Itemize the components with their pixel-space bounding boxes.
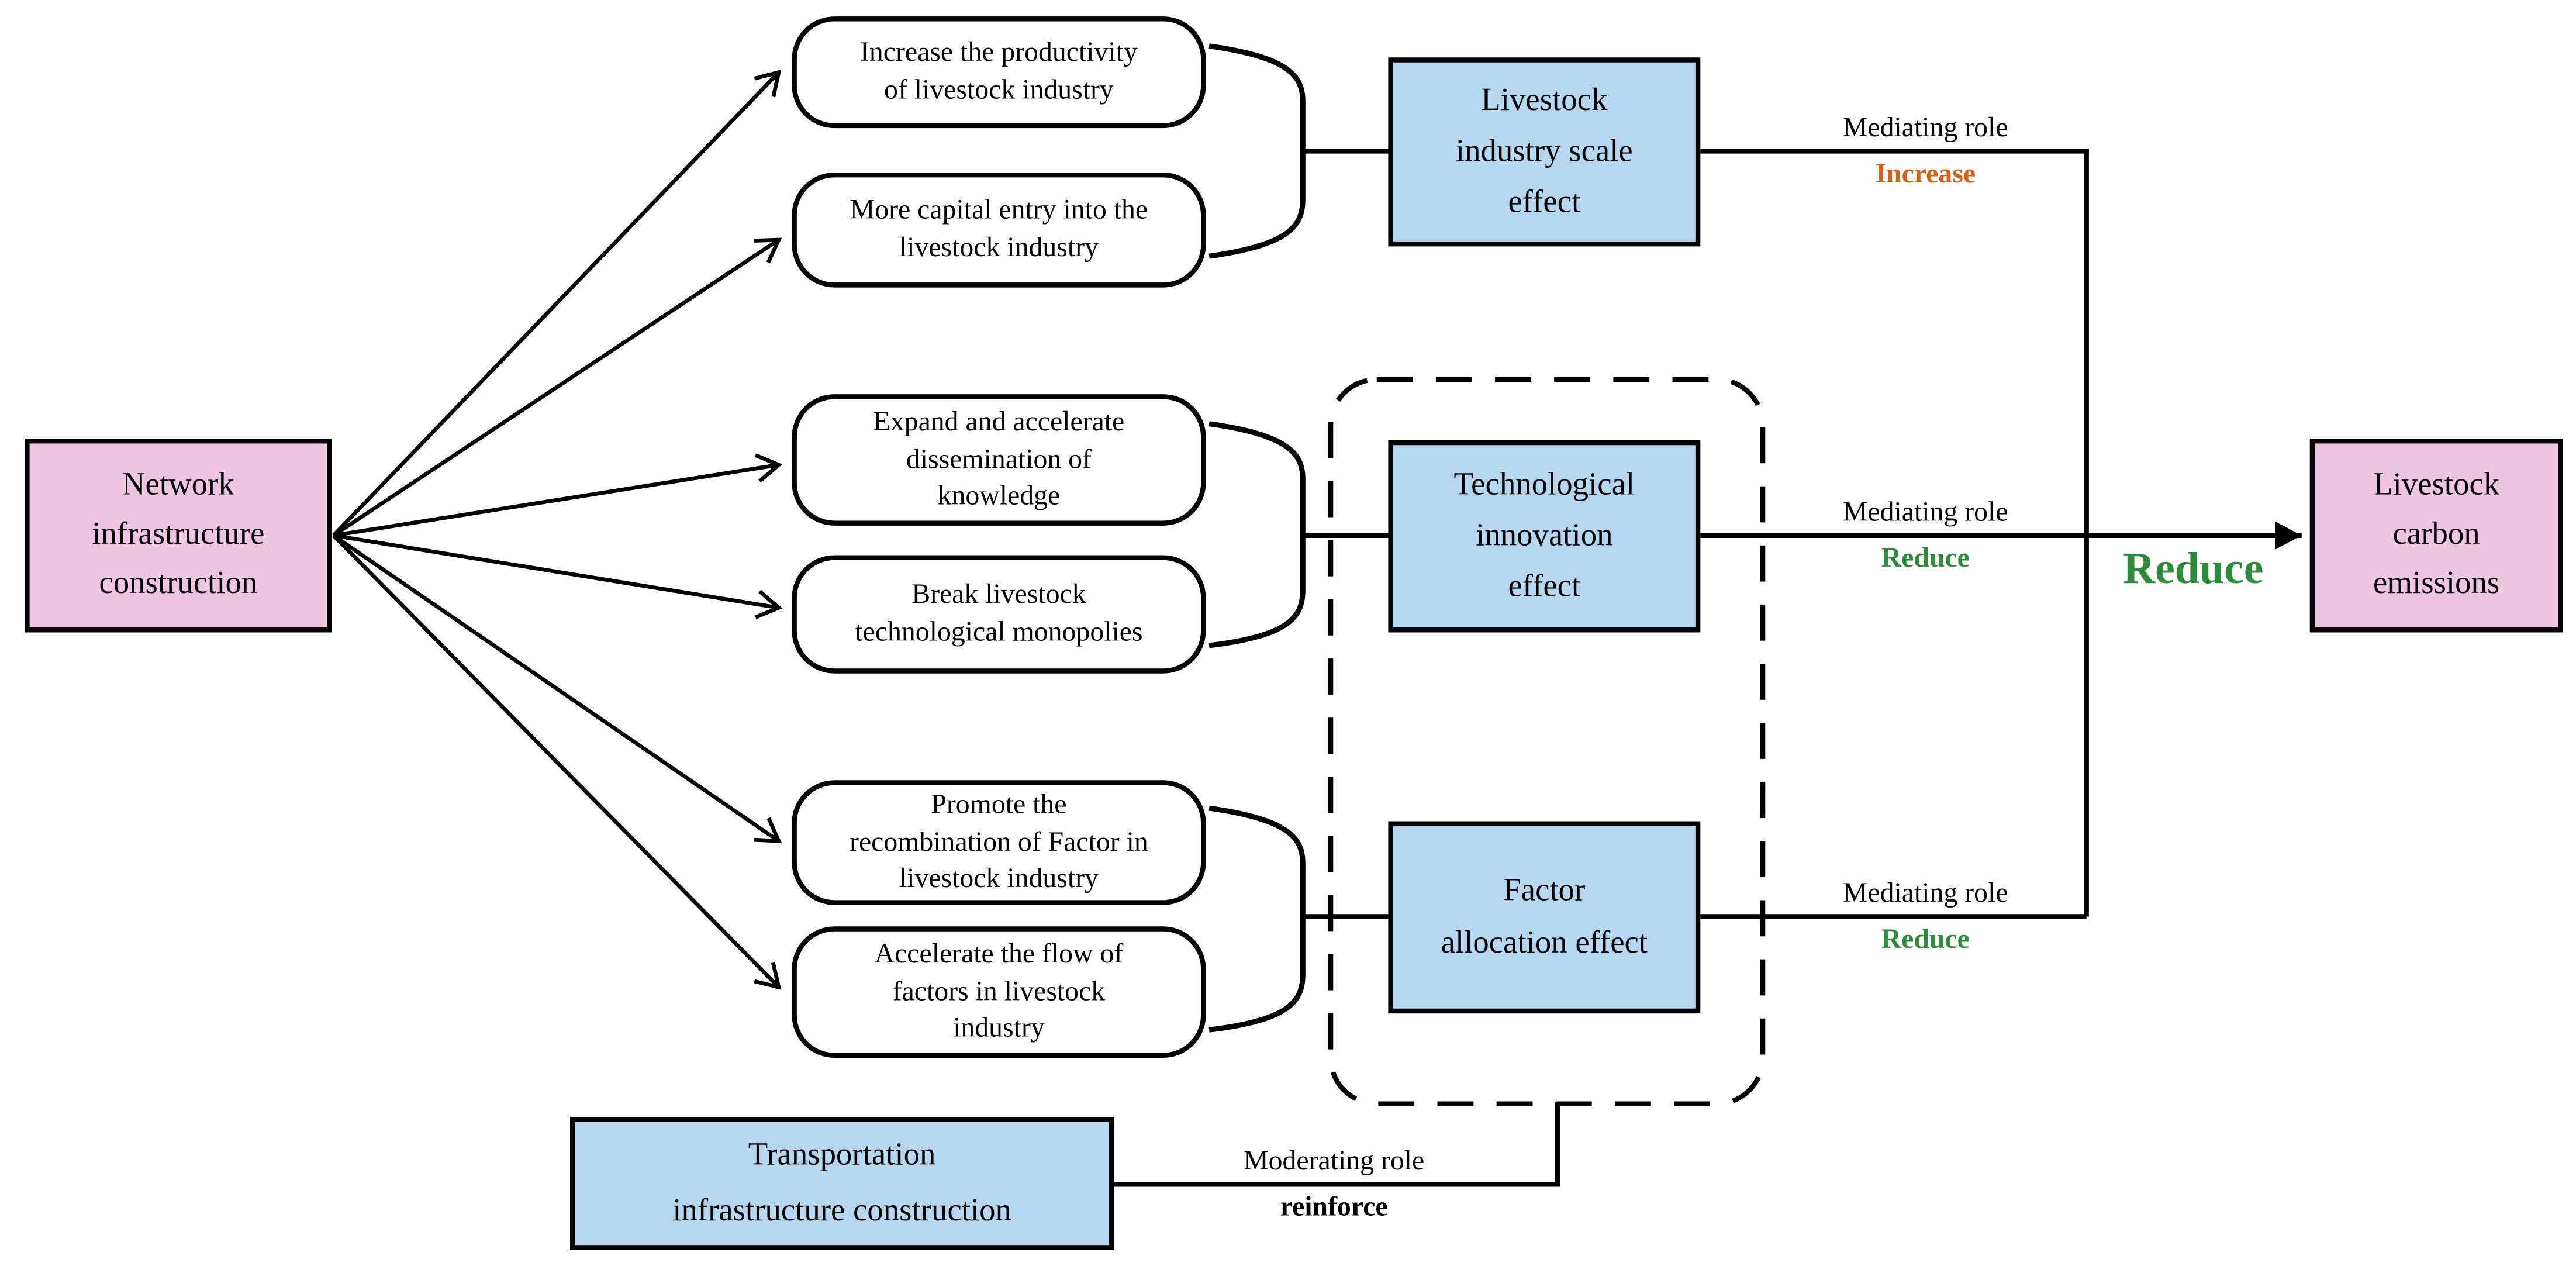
mediating-direction-reduce-allocation: Reduce: [1881, 923, 1970, 955]
node-text-line: Expand and accelerate: [873, 406, 1125, 437]
node-livestock-carbon-emissions: Livestock carbon emissions: [2309, 439, 2563, 633]
fan-arrow-3: [333, 453, 783, 538]
node-text-line: Accelerate the flow of: [874, 938, 1124, 970]
node-text-line: livestock industry: [899, 232, 1099, 263]
node-text-line: carbon: [2392, 517, 2480, 552]
node-text-line: allocation effect: [1441, 925, 1648, 960]
fan-arrow-1: [332, 69, 782, 537]
node-text-line: Technological: [1453, 467, 1635, 502]
fan-arrow-2: [332, 237, 782, 537]
node-network-infrastructure: Network infrastructure construction: [25, 439, 332, 633]
node-text-line: of livestock industry: [884, 74, 1114, 105]
node-promote-recombination: Promote the recombination of Factor in l…: [792, 780, 1206, 905]
node-break-monopolies: Break livestock technological monopolies: [792, 555, 1206, 674]
node-text-line: emissions: [2373, 567, 2500, 602]
node-text-line: innovation: [1476, 519, 1613, 554]
node-text-line: industry scale: [1455, 134, 1633, 170]
node-expand-knowledge: Expand and accelerate dissemination of k…: [792, 394, 1206, 526]
node-text-line: Transportation: [748, 1139, 936, 1174]
node-text-line: Livestock: [2373, 467, 2500, 502]
mediating-direction-reduce-innovation: Reduce: [1881, 541, 1970, 574]
node-allocation-effect: Factor allocation effect: [1388, 821, 1701, 1014]
mediating-direction-increase: Increase: [1875, 157, 1976, 189]
moderating-role-label: Moderating role: [1244, 1144, 1425, 1177]
node-text-line: Factor: [1503, 874, 1586, 909]
node-text-line: Promote the: [931, 788, 1067, 820]
node-text-line: Network: [122, 467, 234, 502]
node-text-line: recombination of Factor in: [850, 826, 1148, 857]
bracket-pair-1: [1208, 43, 1306, 259]
mediating-role-label-allocation: Mediating role: [1842, 877, 2008, 909]
node-text-line: infrastructure construction: [672, 1193, 1011, 1228]
node-text-line: knowledge: [937, 480, 1061, 512]
node-text-line: construction: [99, 567, 258, 602]
node-text-line: livestock industry: [899, 863, 1099, 894]
node-innovation-effect: Technological innovation effect: [1388, 440, 1701, 633]
node-text-line: effect: [1508, 570, 1581, 605]
node-text-line: effect: [1508, 185, 1581, 220]
mediating-role-label-scale: Mediating role: [1842, 112, 2008, 143]
bracket-pair-2: [1208, 421, 1306, 648]
node-transportation-infrastructure: Transportation infrastructure constructi…: [570, 1117, 1114, 1250]
node-text-line: industry: [953, 1012, 1045, 1044]
node-text-line: technological monopolies: [855, 616, 1143, 647]
node-text-line: infrastructure: [92, 517, 265, 552]
node-more-capital-entry: More capital entry into the livestock in…: [792, 172, 1206, 288]
outcome-arrow-reduce-label: Reduce: [2123, 543, 2264, 594]
mediating-role-label-innovation: Mediating role: [1842, 496, 2008, 527]
fan-arrow-4: [333, 533, 783, 619]
node-accelerate-factor-flow: Accelerate the flow of factors in livest…: [792, 926, 1206, 1058]
node-text-line: Livestock: [1481, 83, 1608, 118]
fan-arrow-6: [332, 534, 782, 990]
fan-arrow-5: [332, 533, 782, 843]
node-increase-productivity: Increase the productivity of livestock i…: [792, 16, 1206, 129]
moderating-direction-reinforce: reinforce: [1280, 1191, 1388, 1222]
bracket-pair-3: [1208, 805, 1306, 1033]
node-text-line: Increase the productivity: [860, 36, 1138, 68]
node-text-line: factors in livestock: [892, 975, 1106, 1007]
node-text-line: More capital entry into the: [850, 194, 1148, 226]
dashed-moderation-frame: [1328, 377, 1766, 1106]
node-text-line: dissemination of: [906, 443, 1092, 474]
node-scale-effect: Livestock industry scale effect: [1388, 57, 1701, 247]
node-text-line: Break livestock: [911, 578, 1086, 610]
